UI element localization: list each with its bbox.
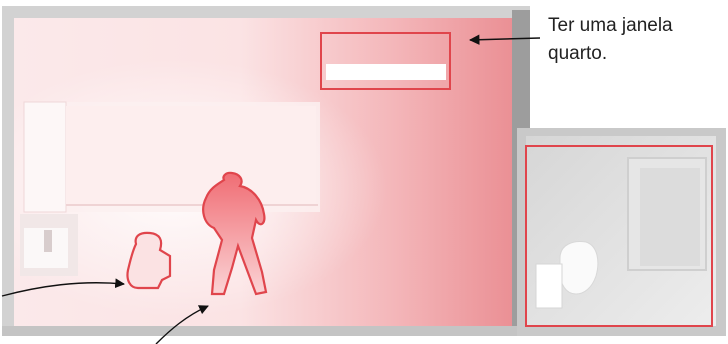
side-table xyxy=(20,214,78,276)
sink xyxy=(536,264,562,308)
bed xyxy=(24,102,320,212)
window-callout-line-2: quarto. xyxy=(548,40,607,68)
window-pane xyxy=(326,64,446,80)
window-callout-line-1: Ter uma janela xyxy=(548,12,673,40)
